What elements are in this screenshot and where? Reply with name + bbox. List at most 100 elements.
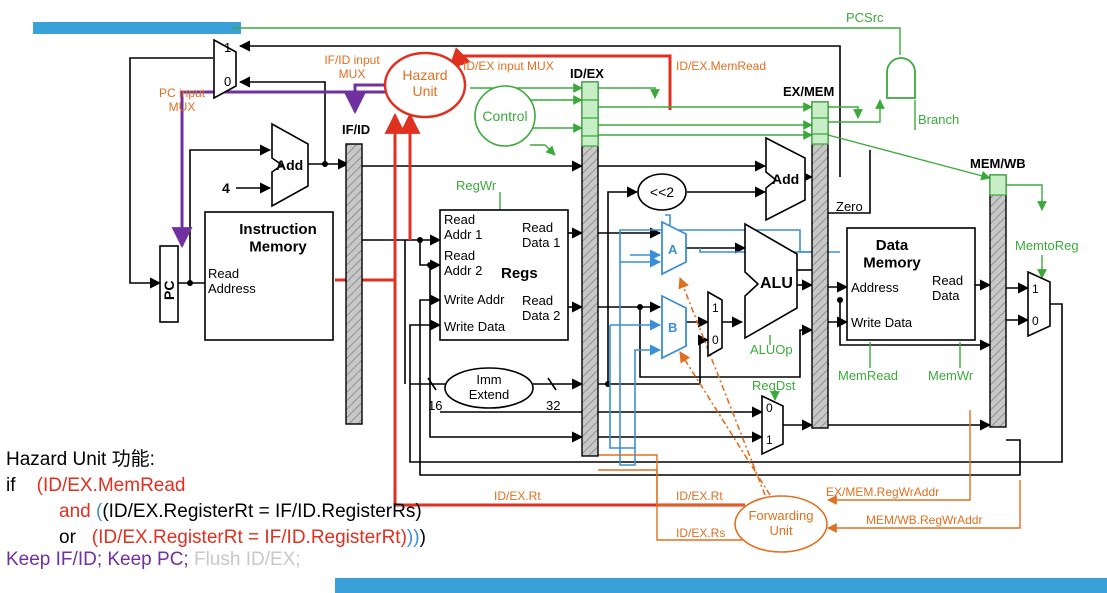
hazard-unit [383, 51, 467, 119]
forwarding-unit [734, 495, 828, 553]
caption-open-paren-2: ( [95, 501, 103, 522]
caption-cond-rt: (ID/EX.RegisterRt = IF/ID.RegisterRt) [91, 527, 407, 548]
id-ex-rt-red-label: ID/EX.Rt [494, 489, 541, 503]
memtoreg-mux-1-label: 1 [1032, 282, 1039, 296]
data-memory [846, 227, 976, 341]
bits-16-label: 16 [428, 398, 442, 413]
forward-mux-b [661, 294, 687, 360]
control-wires [232, 27, 1047, 401]
pc-mux [213, 38, 237, 100]
bottom-accent-bar [335, 578, 1107, 593]
caption-if: if [6, 475, 16, 496]
branch-and-gate [886, 57, 916, 99]
regwr-label: RegWr [456, 178, 497, 193]
memtoreg-label: MemtoReg [1015, 238, 1079, 253]
if-id-label: IF/ID [342, 122, 370, 137]
memtoreg-mux-0-label: 0 [1032, 314, 1039, 328]
write-addr-label: Write Addr [444, 292, 505, 307]
caption-close-paren-2: )) [406, 527, 420, 548]
alusrc-mux-0-label: 0 [712, 333, 719, 347]
branch-label: Branch [918, 112, 959, 127]
shift-left-2 [637, 173, 687, 211]
alu [744, 222, 798, 340]
caption-cond-rs: (ID/EX.RegisterRt = IF/ID.RegisterRs) [102, 501, 422, 522]
forwarding-select-lines [678, 276, 771, 496]
top-accent-bar [33, 22, 241, 34]
id-ex-rt-label: ID/EX.Rt [676, 489, 723, 503]
memwr-label: MemWr [928, 368, 974, 383]
regdst-mux [761, 394, 784, 456]
regs-label: Regs [501, 265, 538, 282]
pc-adder [271, 122, 309, 208]
caption-line-5: Keep IF/ID; Keep PC; Flush ID/EX; [6, 547, 626, 573]
ex-mem-register [811, 101, 829, 429]
forward-mux-a [661, 220, 687, 276]
caption-or: or [59, 527, 76, 548]
if-id-register [345, 143, 363, 425]
mem-wb-label: MEM/WB [970, 156, 1026, 171]
caption-line-4: or (ID/EX.RegisterRt = IF/ID.RegisterRt)… [6, 525, 626, 551]
caption-close-paren: ) [419, 527, 426, 548]
ex-mem-label: EX/MEM [783, 84, 834, 99]
caption-line-1: Hazard Unit 功能: [6, 447, 626, 473]
pc-mux-input-1-label: 1 [224, 40, 231, 55]
id-ex-memread-label: ID/EX.MemRead [676, 59, 766, 73]
regdst-mux-0-label: 0 [766, 401, 773, 415]
control-label: Control [482, 108, 527, 124]
pc-mux-input-0-label: 0 [224, 74, 231, 89]
dm-address-label: Address [851, 280, 899, 295]
memread-label: MemRead [838, 368, 898, 383]
alu-label: ALU [760, 275, 793, 292]
pc-register [159, 245, 179, 323]
control-unit [474, 85, 536, 147]
hazard-wires [335, 47, 745, 507]
id-ex-label: ID/EX [570, 66, 604, 81]
mux-b-label: B [668, 320, 677, 335]
aluop-label: ALUOp [750, 342, 793, 357]
dm-write-data-label: Write Data [851, 315, 913, 330]
caption-keep-action: Keep IF/ID; Keep PC; [6, 549, 189, 570]
shift-left-2-label: <<2 [650, 184, 674, 200]
forwarding-unit-wires [598, 410, 1021, 541]
write-data-label: Write Data [444, 319, 506, 334]
mem-wb-regwraddr-label: MEM/WB.RegWrAddr [866, 513, 982, 527]
register-file [439, 209, 569, 341]
caption-line-2: if (ID/EX.MemRead [6, 473, 626, 499]
branch-adder [765, 136, 806, 222]
mux-a-label: A [668, 242, 678, 257]
caption-flush-action: Flush ID/EX; [193, 549, 301, 570]
memtoreg-mux [1027, 270, 1051, 338]
mem-wb-register [989, 174, 1007, 428]
caption-line-3: and ((ID/EX.RegisterRt = IF/ID.RegisterR… [6, 499, 626, 525]
constant-four-label: 4 [222, 180, 230, 196]
caption-cond-memread: ID/EX.MemRead [42, 475, 186, 496]
caption-open-paren: ( [36, 475, 43, 496]
control-fields [581, 81, 1007, 196]
regdst-mux-1-label: 1 [766, 433, 773, 447]
regdst-label: RegDst [752, 378, 796, 393]
branch-adder-label: Add [772, 171, 799, 187]
forwarding-wires [609, 214, 840, 466]
pc-adder-label: Add [276, 157, 303, 173]
pcsrc-label: PCSrc [846, 10, 884, 25]
pc-label: PC [161, 281, 177, 300]
id-ex-input-mux-label: ID/EX input MUX [463, 59, 554, 73]
caption-title: Hazard Unit 功能: [6, 449, 155, 470]
hazard-caption: Hazard Unit 功能: if (ID/EX.MemRead and ((… [6, 447, 626, 573]
caption-and: and [59, 501, 91, 522]
zero-label: Zero [836, 199, 863, 214]
alusrc-mux-1-label: 1 [712, 301, 719, 315]
instruction-memory [204, 211, 334, 341]
